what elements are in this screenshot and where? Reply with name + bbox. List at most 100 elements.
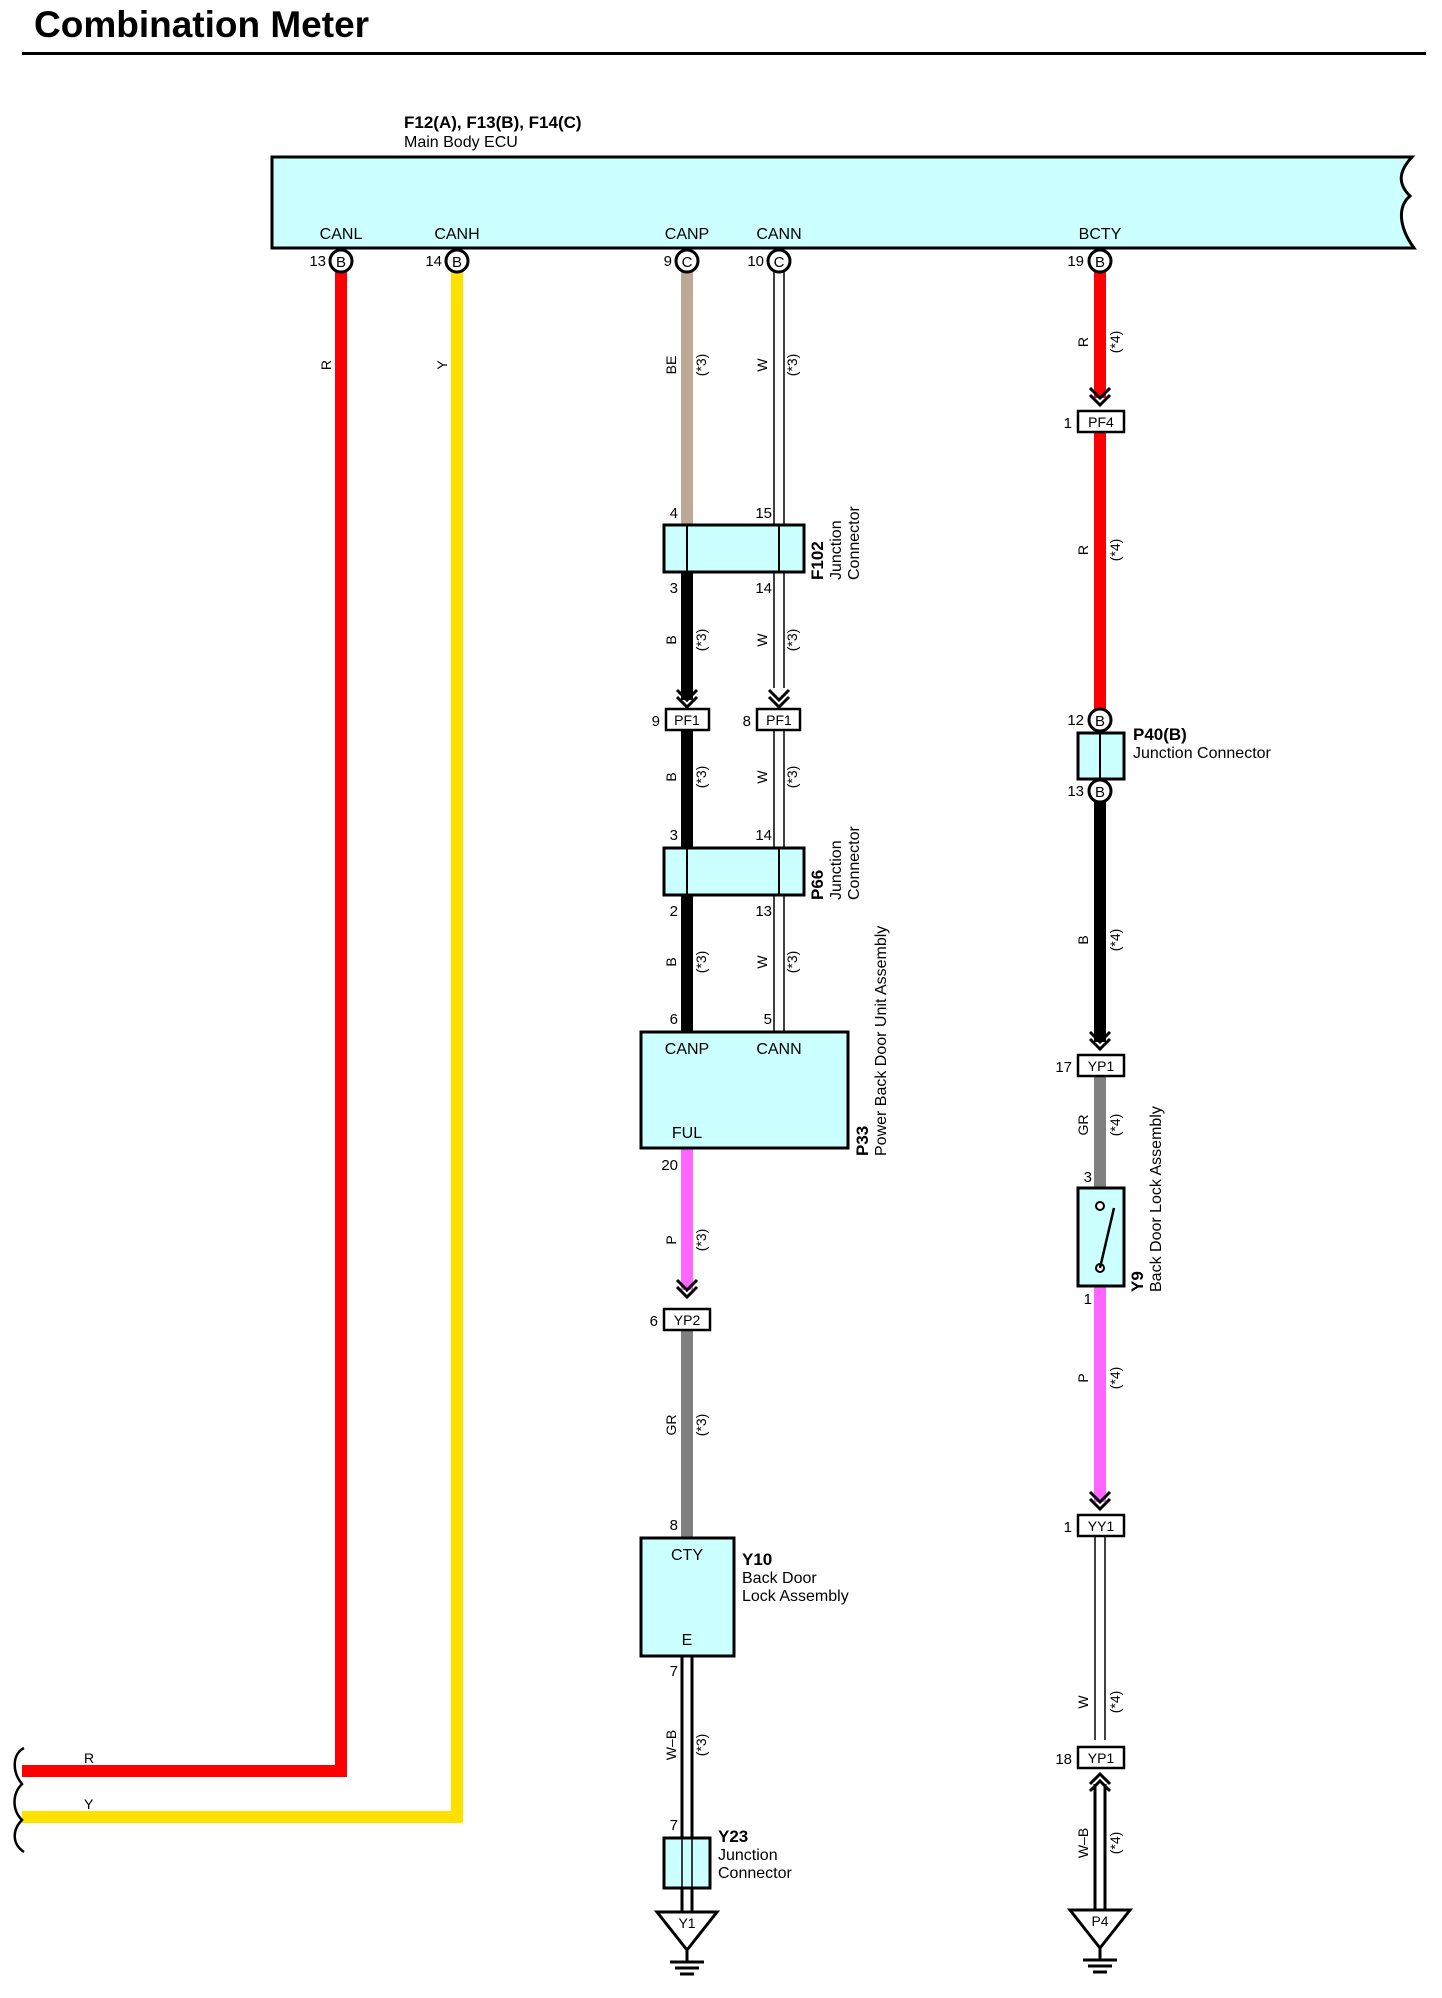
- wire-label-w-4: W: [754, 955, 770, 969]
- note-cann-3: (*3): [784, 766, 800, 789]
- connector-p66: 3 14 2 13 P66 Junction Connector: [662, 826, 863, 920]
- left-exit-brace: [13, 1746, 25, 1854]
- wire-label-gr-1: GR: [663, 1415, 679, 1436]
- arrow-yp1-a: [1088, 1030, 1112, 1052]
- connector-yp2: YP2 6: [650, 1307, 712, 1332]
- ecu-pin-canl: B 13: [309, 248, 354, 274]
- yy1-pin: 1: [1064, 1519, 1072, 1536]
- wire-label-p-bcty: P: [1075, 1373, 1091, 1382]
- arrow-yp2: [675, 1278, 699, 1300]
- note-yp2: (*3): [693, 1414, 709, 1437]
- wire-label-be: BE: [663, 356, 679, 375]
- p40-conn-bottom: B: [1095, 784, 1105, 801]
- ecu-pin-bcty-label: BCTY: [1079, 226, 1122, 243]
- ecu-pin-canl-conn: B: [336, 254, 346, 271]
- wire-label-b-2: B: [663, 772, 679, 781]
- connector-yp1-a: YP1 17: [1055, 1053, 1126, 1078]
- p66-id: P66: [808, 870, 827, 900]
- ecu-pin-canp-label: CANP: [665, 226, 709, 243]
- wire-label-r-bcty-2: R: [1075, 545, 1091, 555]
- p40-pin-in: 12: [1067, 712, 1084, 729]
- component-y10: 8 CTY E 7 Y10 Back Door Lock Assembly: [639, 1517, 849, 1680]
- y1-tag: Y1: [678, 1915, 695, 1931]
- p33-pin-ful: 20: [661, 1157, 678, 1174]
- y9-pin-in: 3: [1084, 1169, 1092, 1186]
- note-bcty-3: (*4): [1107, 929, 1123, 952]
- note-cann-4: (*3): [784, 951, 800, 974]
- ecu-pin-canh-label: CANH: [434, 226, 479, 243]
- note-canp-4: (*3): [693, 951, 709, 974]
- pf4-pin: 1: [1064, 415, 1072, 432]
- p66-pin-in-l: 3: [670, 827, 678, 844]
- ecu-pin-canp: C 9: [664, 248, 700, 274]
- switch-y9: 3 1 Y9 Back Door Lock Assembly: [1076, 1106, 1165, 1308]
- y10-name: Back Door: [742, 1570, 817, 1587]
- p33-pin-canp: 6: [670, 1011, 678, 1028]
- yy1-tag: YY1: [1088, 1518, 1115, 1534]
- note-canp-2: (*3): [693, 629, 709, 652]
- note-y10: (*3): [693, 1734, 709, 1757]
- arrow-yy1: [1088, 1490, 1112, 1512]
- wire-y23-wb: [680, 1888, 694, 1912]
- ecu-pin-cann-num: 10: [747, 253, 764, 270]
- y9-pin-out: 1: [1084, 1291, 1092, 1308]
- yp1b-tag: YP1: [1088, 1750, 1115, 1766]
- f102-name: Junction: [828, 520, 845, 580]
- ecu-pin-cann: C 10: [747, 248, 792, 274]
- p33-ful-label: FUL: [672, 1125, 702, 1142]
- ecu-pin-canh-conn: B: [452, 254, 462, 271]
- wire-label-b-3: B: [663, 957, 679, 966]
- note-cann-2: (*3): [784, 629, 800, 652]
- wire-label-r-canl: R: [318, 360, 334, 370]
- wire-label-w-bcty: W: [1075, 1695, 1091, 1709]
- y23-pin: 7: [670, 1817, 678, 1834]
- note-bcty-4: (*4): [1107, 1114, 1123, 1137]
- pf4-tag: PF4: [1088, 414, 1114, 430]
- f102-name2: Connector: [846, 506, 863, 580]
- title-rule: [22, 52, 1426, 55]
- ecu-name: Main Body ECU: [404, 134, 518, 151]
- note-bcty-1: (*4): [1107, 331, 1123, 354]
- ecu-pin-cann-conn: C: [774, 254, 785, 271]
- f102-id: F102: [808, 541, 827, 580]
- p66-pin-out-r: 13: [755, 903, 772, 920]
- wire-canh-yellow: [22, 270, 463, 1823]
- f102-pin-out-r: 14: [755, 580, 772, 597]
- pf1-left-pin: 9: [652, 713, 660, 730]
- ecu-box: [270, 155, 1417, 250]
- wire-label-y-canh: Y: [434, 360, 450, 370]
- note-canp-3: (*3): [693, 766, 709, 789]
- ecu-pin-canp-num: 9: [664, 253, 672, 270]
- ecu-pin-canl-label: CANL: [320, 226, 363, 243]
- y23-id: Y23: [718, 1827, 748, 1846]
- left-exit-y-label: Y: [84, 1796, 94, 1812]
- f102-pin-out-l: 3: [670, 580, 678, 597]
- yp1a-pin: 17: [1055, 1059, 1072, 1076]
- component-p33: 6 5 CANP CANN FUL 20 P33 Power Back Door…: [639, 926, 890, 1174]
- arrow-pf4: [1088, 386, 1112, 408]
- p33-cann-label: CANN: [756, 1041, 801, 1058]
- ecu-pin-bcty-conn: B: [1095, 254, 1105, 271]
- note-cann-1: (*3): [784, 354, 800, 377]
- wire-label-p-1: P: [663, 1235, 679, 1244]
- wire-label-w-3: W: [754, 770, 770, 784]
- note-ful: (*3): [693, 1229, 709, 1252]
- y23-name2: Connector: [718, 1865, 792, 1882]
- connector-pf4: PF4 1: [1064, 409, 1126, 434]
- ground-y1: Y1: [653, 1910, 721, 1976]
- wire-bcty-wb: [1093, 1784, 1107, 1910]
- ecu-id: F12(A), F13(B), F14(C): [404, 113, 582, 132]
- pf1-left-tag: PF1: [674, 712, 700, 728]
- note-bcty-7: (*4): [1107, 1832, 1123, 1855]
- y10-pin-cty: 8: [670, 1517, 678, 1534]
- ecu-pin-bcty: B 19: [1067, 248, 1113, 274]
- f102-pin-in-r: 15: [755, 505, 772, 522]
- wire-y10-wb: [680, 1656, 694, 1838]
- note-bcty-6: (*4): [1107, 1691, 1123, 1714]
- yp2-tag: YP2: [674, 1312, 701, 1328]
- page-title: Combination Meter: [34, 4, 370, 45]
- connector-pf1-right: PF1 8: [743, 707, 802, 732]
- ecu-pin-bcty-num: 19: [1067, 253, 1084, 270]
- ecu-pin-canp-conn: C: [682, 254, 693, 271]
